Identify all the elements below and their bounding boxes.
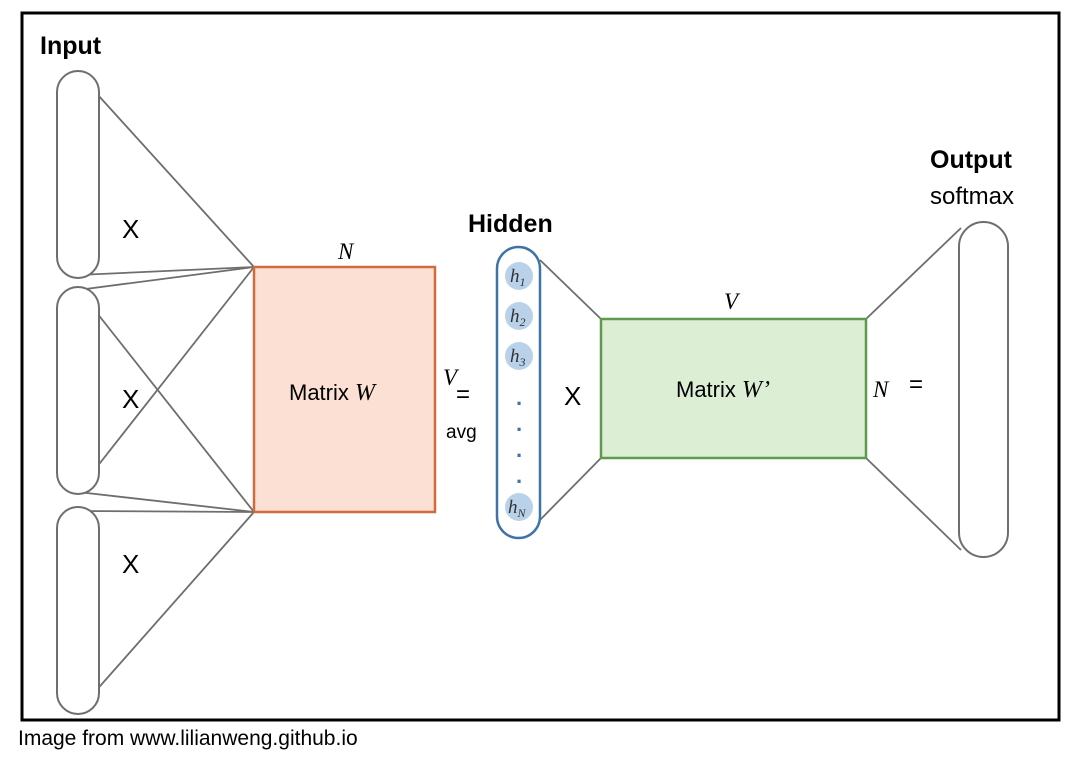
equals-sign-2: = (909, 371, 923, 398)
matrix-w-prime (599, 317, 868, 460)
output-subtitle: softmax (930, 183, 1014, 210)
hidden-title: Hidden (468, 210, 553, 238)
svg-text:h2: h2 (510, 306, 526, 329)
output-title: Output (930, 146, 1013, 174)
svg-text:hN: hN (508, 497, 527, 520)
avg-label: avg (446, 422, 477, 443)
hidden-connection-lines (539, 227, 962, 551)
hidden-dot-4: . (516, 463, 522, 488)
output-vector (958, 221, 1009, 558)
matrix-w-dim-v: V (443, 365, 460, 390)
matrix-w-prime-label: Matrix W’ (676, 377, 770, 403)
hidden-unit-hN: hN (505, 493, 533, 521)
hidden-unit-h3: h3 (505, 342, 533, 370)
input-multiply-3: X (122, 549, 139, 579)
hidden-ellipsis: . . . . (516, 385, 522, 488)
input-connection-lines (77, 72, 255, 712)
hidden-dot-1: . (516, 385, 522, 410)
image-credit-caption: Image from www.lilianweng.github.io (18, 727, 358, 750)
matrix-w (252, 265, 437, 514)
input-vector-2 (56, 286, 100, 495)
matrix-w-label: Matrix W (289, 380, 377, 406)
matrix-w-prime-dim-v: V (724, 289, 741, 314)
input-vector-3 (56, 506, 100, 715)
input-multiply-2: X (122, 384, 139, 414)
matrix-w-dim-n: N (337, 239, 355, 264)
matrix-w-prime-dim-n: N (872, 377, 890, 402)
input-title: Input (40, 32, 102, 60)
input-vector-1 (56, 70, 100, 279)
equals-sign-1: = (456, 381, 470, 408)
input-multiply-1: X (122, 214, 139, 244)
svg-text:h3: h3 (510, 346, 526, 369)
hidden-multiply: X (564, 381, 581, 411)
hidden-dot-2: . (516, 411, 522, 436)
svg-text:h1: h1 (510, 266, 526, 289)
hidden-dot-3: . (516, 437, 522, 462)
hidden-unit-h2: h2 (505, 302, 533, 330)
hidden-unit-h1: h1 (505, 262, 533, 290)
